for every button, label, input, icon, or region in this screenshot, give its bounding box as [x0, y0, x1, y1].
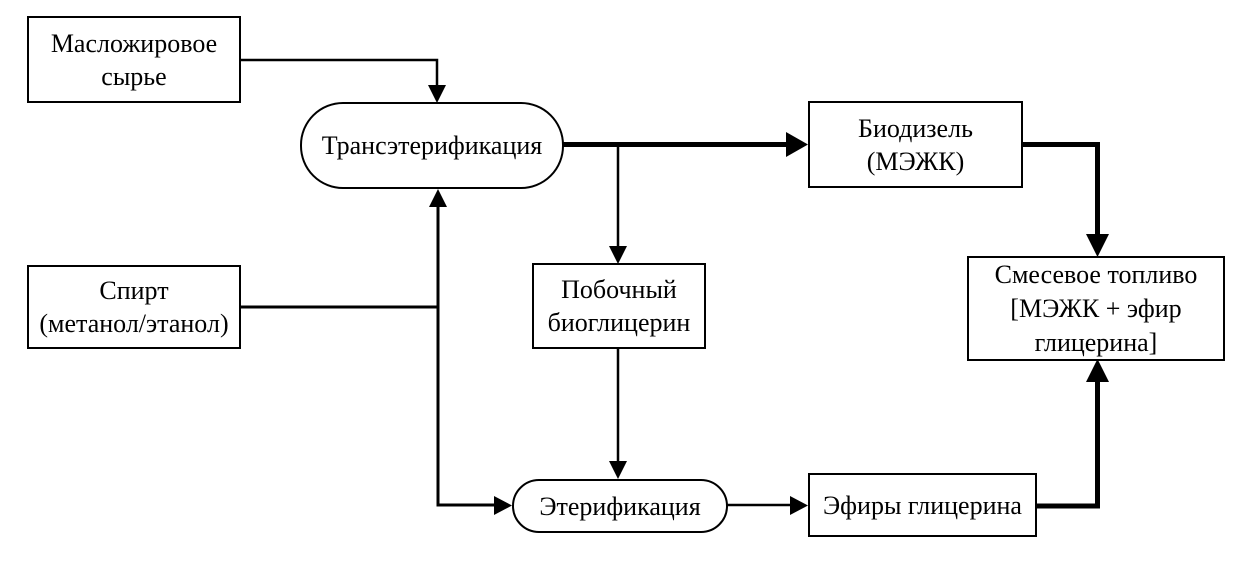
node-bioglycerin: Побочный биоглицерин — [532, 263, 706, 349]
node-blended-fuel: Смесевое топливо [МЭЖК + эфир глицерина] — [967, 256, 1225, 361]
node-glycerin-esters: Эфиры глицерина — [808, 473, 1037, 537]
arrowhead-into-transesterification-bottom — [429, 189, 447, 207]
node-biodiesel: Биодизель (МЭЖК) — [808, 101, 1023, 188]
arrowhead-into-esterification-left — [494, 496, 512, 515]
arrowhead-into-blended-fuel-bottom — [1086, 359, 1109, 382]
arrowhead-into-bioglycerin-top — [609, 246, 627, 264]
node-esterification: Этерификация — [512, 479, 728, 533]
connector-biodiesel-to-blended-fuel — [1022, 142, 1100, 236]
node-alcohol: Спирт (метанол/этанол) — [27, 265, 241, 349]
connector-glycerin-esters-to-blended-fuel — [1036, 380, 1100, 509]
arrowhead-into-esterification-top — [609, 461, 627, 479]
node-feedstock: Масложировое сырье — [27, 16, 241, 103]
arrowhead-into-transesterification-top — [428, 85, 446, 103]
arrowhead-into-blended-fuel-top — [1086, 234, 1109, 257]
connector-alcohol-branch — [240, 205, 496, 507]
node-transesterification: Трансэтерификация — [300, 102, 564, 189]
arrowhead-into-biodiesel-left — [786, 132, 808, 157]
arrowhead-into-glycerin-esters-left — [790, 496, 808, 515]
connector-feedstock-to-transesterification — [241, 58, 439, 86]
